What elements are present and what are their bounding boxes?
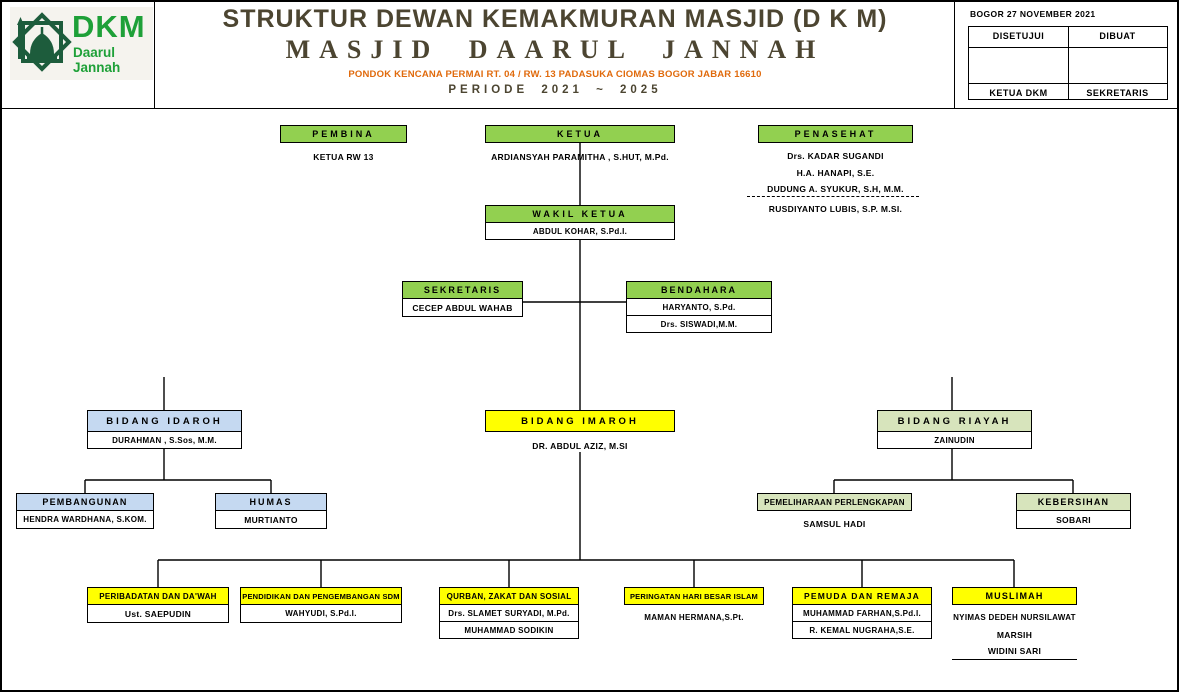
logo-abbr: DKM <box>72 9 146 44</box>
header-titles: STRUKTUR DEWAN KEMAKMURAN MASJID (D K M)… <box>160 5 950 96</box>
address-line: PONDOK KENCANA PERMAI RT. 04 / RW. 13 PA… <box>348 69 762 80</box>
node-bidang-riayah-member: ZAINUDIN <box>877 432 1032 449</box>
node-pembina: PEMBINA KETUA RW 13 <box>280 125 407 166</box>
node-qurban-member: Drs. SLAMET SURYADI, M.Pd. <box>439 605 579 622</box>
approval-table-divider <box>1068 27 1069 99</box>
node-peribadatan-title: PERIBADATAN DAN DA'WAH <box>87 587 229 605</box>
node-humas-title: HUMAS <box>215 493 327 511</box>
node-bidang-idaroh-member: DURAHMAN , S.Sos, M.M. <box>87 432 242 449</box>
node-bendahara-member: Drs. SISWADI,M.M. <box>626 316 772 333</box>
approval-footer-row: KETUA DKM SEKRETARIS <box>969 83 1167 102</box>
approval-sign-sekretaris: SEKRETARIS <box>1086 88 1149 98</box>
node-pembangunan-title: PEMBANGUNAN <box>16 493 154 511</box>
node-humas: HUMAS MURTIANTO <box>215 493 327 529</box>
node-bidang-idaroh-title: BIDANG IDAROH <box>87 410 242 432</box>
node-bendahara-title: BENDAHARA <box>626 281 772 299</box>
node-penasehat-member: H.A. HANAPI, S.E. <box>796 167 875 178</box>
approval-table: DISETUJUI DIBUAT KETUA DKM SEKRETARIS <box>968 26 1168 100</box>
node-peribadatan: PERIBADATAN DAN DA'WAH Ust. SAEPUDIN <box>87 587 229 623</box>
node-bendahara-member: HARYANTO, S.Pd. <box>626 299 772 316</box>
node-pembangunan-member: HENDRA WARDHANA, S.KOM. <box>16 511 154 529</box>
node-muslimah-member: NYIMAS DEDEH NURSILAWAT <box>953 613 1076 622</box>
node-pemuda: PEMUDA DAN REMAJA MUHAMMAD FARHAN,S.Pd.I… <box>792 587 932 639</box>
node-penasehat-title: PENASEHAT <box>758 125 913 143</box>
node-sekretaris-title: SEKRETARIS <box>402 281 523 299</box>
page-subtitle: MASJID DAARUL JANNAH <box>285 35 825 64</box>
node-pendidikan-member: WAHYUDI, S.Pd.I. <box>240 605 402 623</box>
node-muslimah-member: MARSIH <box>996 629 1033 640</box>
node-pemeliharaan-title: PEMELIHARAAN PERLENGKAPAN <box>757 493 912 511</box>
node-phbi: PERINGATAN HARI BESAR ISLAM MAMAN HERMAN… <box>624 587 764 627</box>
header-separator-left <box>154 2 155 109</box>
node-sekretaris-member: CECEP ABDUL WAHAB <box>402 299 523 317</box>
node-bendahara: BENDAHARA HARYANTO, S.Pd. Drs. SISWADI,M… <box>626 281 772 333</box>
node-pembangunan: PEMBANGUNAN HENDRA WARDHANA, S.KOM. <box>16 493 154 529</box>
node-phbi-member: MAMAN HERMANA,S.Pt. <box>644 613 744 622</box>
node-muslimah-title: MUSLIMAH <box>952 587 1077 605</box>
node-bidang-imaroh-member: DR. ABDUL AZIZ, M.SI <box>532 441 628 451</box>
penasehat-dashed-separator <box>747 196 919 197</box>
node-ketua-title: KETUA <box>485 125 675 143</box>
muslimah-underline <box>952 659 1077 660</box>
node-muslimah: MUSLIMAH NYIMAS DEDEH NURSILAWAT MARSIH … <box>952 587 1077 660</box>
approval-sign-ketua-dkm: KETUA DKM <box>989 88 1048 98</box>
node-pemeliharaan-perlengkapan: PEMELIHARAAN PERLENGKAPAN SAMSUL HADI <box>757 493 912 533</box>
node-bidang-riayah: BIDANG RIAYAH ZAINUDIN <box>877 410 1032 449</box>
node-humas-member: MURTIANTO <box>215 511 327 529</box>
node-penasehat-member: Drs. KADAR SUGANDI <box>787 151 884 161</box>
logo-name: Daarul Jannah <box>73 45 121 75</box>
node-bidang-riayah-title: BIDANG RIAYAH <box>877 410 1032 432</box>
node-kebersihan: KEBERSIHAN SOBARI <box>1016 493 1131 529</box>
node-pembina-title: PEMBINA <box>280 125 407 143</box>
node-pendidikan: PENDIDIKAN DAN PENGEMBANGAN SDM WAHYUDI,… <box>240 587 402 623</box>
node-sekretaris: SEKRETARIS CECEP ABDUL WAHAB <box>402 281 523 317</box>
node-bidang-imaroh: BIDANG IMAROH DR. ABDUL AZIZ, M.SI <box>485 410 675 455</box>
mosque-star-icon <box>12 12 72 72</box>
periode-line: PERIODE 2021 ~ 2025 <box>448 84 662 96</box>
page-title: STRUKTUR DEWAN KEMAKMURAN MASJID (D K M) <box>222 5 888 33</box>
node-muslimah-member: WIDINI SARI <box>987 646 1042 656</box>
node-pemuda-title: PEMUDA DAN REMAJA <box>792 587 932 605</box>
approval-header-row: DISETUJUI DIBUAT <box>969 27 1167 48</box>
node-qurban-title: QURBAN, ZAKAT DAN SOSIAL <box>439 587 579 605</box>
node-pemeliharaan-member: SAMSUL HADI <box>803 519 866 529</box>
dkm-logo: DKM Daarul Jannah <box>10 7 153 80</box>
node-wakil-ketua: WAKIL KETUA ABDUL KOHAR, S.Pd.I. <box>485 205 675 240</box>
node-pembina-member: KETUA RW 13 <box>313 152 374 162</box>
node-qurban-member: MUHAMMAD SODIKIN <box>439 622 579 639</box>
node-ketua-member: ARDIANSYAH PARAMITHA , S.HUT, M.Pd. <box>491 152 669 162</box>
node-wakil-ketua-member: ABDUL KOHAR, S.Pd.I. <box>485 223 675 240</box>
approval-col-dibuat: DIBUAT <box>1099 31 1136 41</box>
node-penasehat-member: DUDUNG A. SYUKUR, S.H, M.M. <box>767 184 904 194</box>
header-divider <box>2 108 1177 109</box>
approval-date: BOGOR 27 NOVEMBER 2021 <box>970 9 1096 19</box>
node-qurban: QURBAN, ZAKAT DAN SOSIAL Drs. SLAMET SUR… <box>439 587 579 639</box>
approval-col-disetujui: DISETUJUI <box>992 31 1045 41</box>
node-wakil-ketua-title: WAKIL KETUA <box>485 205 675 223</box>
node-bidang-idaroh: BIDANG IDAROH DURAHMAN , S.Sos, M.M. <box>87 410 242 449</box>
header-separator-right <box>954 2 955 109</box>
node-pemuda-member: R. KEMAL NUGRAHA,S.E. <box>792 622 932 639</box>
node-pendidikan-title: PENDIDIKAN DAN PENGEMBANGAN SDM <box>240 587 402 605</box>
node-phbi-title: PERINGATAN HARI BESAR ISLAM <box>624 587 764 605</box>
node-bidang-imaroh-title: BIDANG IMAROH <box>485 410 675 432</box>
node-pemuda-member: MUHAMMAD FARHAN,S.Pd.I. <box>792 605 932 622</box>
node-ketua: KETUA ARDIANSYAH PARAMITHA , S.HUT, M.Pd… <box>485 125 675 166</box>
node-penasehat: PENASEHAT Drs. KADAR SUGANDI H.A. HANAPI… <box>758 125 913 217</box>
node-penasehat-member: RUSDIYANTO LUBIS, S.P. M.SI. <box>768 203 903 214</box>
node-peribadatan-member: Ust. SAEPUDIN <box>87 605 229 623</box>
node-kebersihan-member: SOBARI <box>1016 511 1131 529</box>
node-kebersihan-title: KEBERSIHAN <box>1016 493 1131 511</box>
